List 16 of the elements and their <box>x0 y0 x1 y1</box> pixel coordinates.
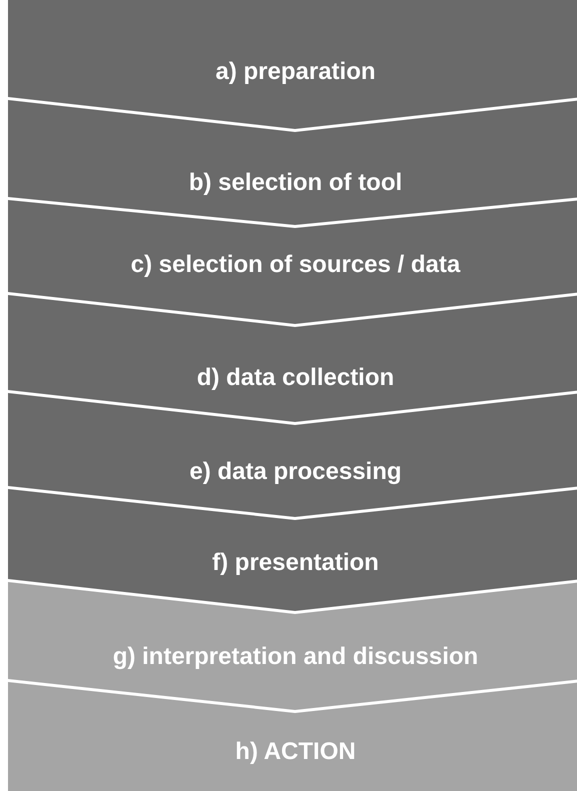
step-label: d) data collection <box>196 364 396 392</box>
chevron-step <box>8 393 577 517</box>
chevron-step <box>8 682 577 791</box>
step-label: h) ACTION <box>234 738 357 766</box>
chevron-step <box>8 582 577 710</box>
step-label: b) selection of tool <box>188 169 404 197</box>
step-label: a) preparation <box>214 58 377 86</box>
step-label: c) selection of sources / data <box>130 251 462 279</box>
chevron-step <box>8 0 577 129</box>
step-label: e) data processing <box>188 458 403 486</box>
chevron-step <box>8 489 577 611</box>
step-label: f) presentation <box>211 549 380 577</box>
chevron-step <box>8 295 577 422</box>
chevron-step <box>8 200 577 324</box>
step-label: g) interpretation and discussion <box>112 643 480 671</box>
chevron-step <box>8 100 577 225</box>
